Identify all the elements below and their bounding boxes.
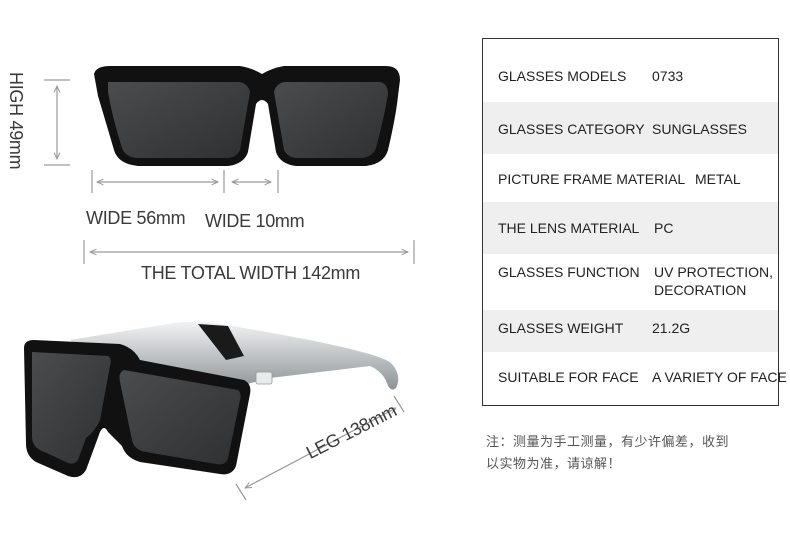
note-line-2: 以实物为准，请谅解！: [486, 457, 622, 472]
wide-dimension-lines: [91, 170, 279, 193]
front-view-glasses: [94, 66, 400, 166]
side-right-lens: [119, 370, 241, 465]
high-dimension-line: [44, 79, 70, 166]
spec-value: 0733: [652, 68, 684, 84]
side-view-glasses: [24, 322, 399, 478]
wide-lens-label: WIDE 56mm: [86, 208, 186, 228]
spec-key: SUITABLE FOR FACE: [498, 369, 639, 385]
spec-row-face: SUITABLE FOR FACE A VARIETY OF FACE: [483, 352, 787, 405]
spec-row-function: GLASSES FUNCTION UV PROTECTION, DECORATI…: [483, 254, 778, 310]
total-width-label: THE TOTAL WIDTH 142mm: [141, 263, 361, 283]
temple-tip: [198, 324, 244, 360]
leg-dimension-line: [235, 395, 405, 501]
spec-value: 21.2G: [652, 320, 691, 336]
spec-key: GLASSES FUNCTION: [498, 264, 640, 280]
spec-value-line2: DECORATION: [654, 282, 747, 298]
spec-table: GLASSES MODELS 0733 GLASSES CATEGORY SUN…: [482, 38, 787, 406]
spec-value: PC: [654, 220, 674, 236]
spec-value: METAL: [695, 171, 741, 187]
spec-row-category: GLASSES CATEGORY SUNGLASSES: [483, 102, 778, 154]
left-lens: [108, 82, 250, 158]
wide-bridge-label: WIDE 10mm: [205, 211, 305, 231]
spec-value: SUNGLASSES: [652, 121, 747, 137]
hinge: [255, 371, 273, 385]
spec-row-frame-material: PICTURE FRAME MATERIAL METAL: [483, 154, 778, 202]
spec-value: UV PROTECTION,: [654, 264, 774, 280]
side-left-lens: [32, 352, 111, 464]
total-width-dimension-line: [83, 240, 415, 264]
spec-key: GLASSES MODELS: [498, 68, 627, 84]
spec-key: GLASSES CATEGORY: [498, 121, 645, 137]
spec-value: A VARIETY OF FACE: [652, 369, 787, 385]
note-line-1: 注：测量为手工测量，有少许偏差，收到: [486, 435, 730, 450]
spec-key: THE LENS MATERIAL: [498, 220, 640, 236]
spec-key: PICTURE FRAME MATERIAL: [498, 171, 686, 187]
measurement-note: 注：测量为手工测量，有少许偏差，收到 以实物为准，请谅解！: [486, 432, 781, 476]
spec-row-lens-material: THE LENS MATERIAL PC: [483, 202, 778, 254]
spec-row-model: GLASSES MODELS 0733: [483, 39, 778, 102]
spec-row-weight: GLASSES WEIGHT 21.2G: [483, 310, 778, 352]
high-label: HIGH 49mm: [6, 72, 26, 170]
spec-key: GLASSES WEIGHT: [498, 320, 624, 336]
right-lens: [274, 82, 388, 158]
